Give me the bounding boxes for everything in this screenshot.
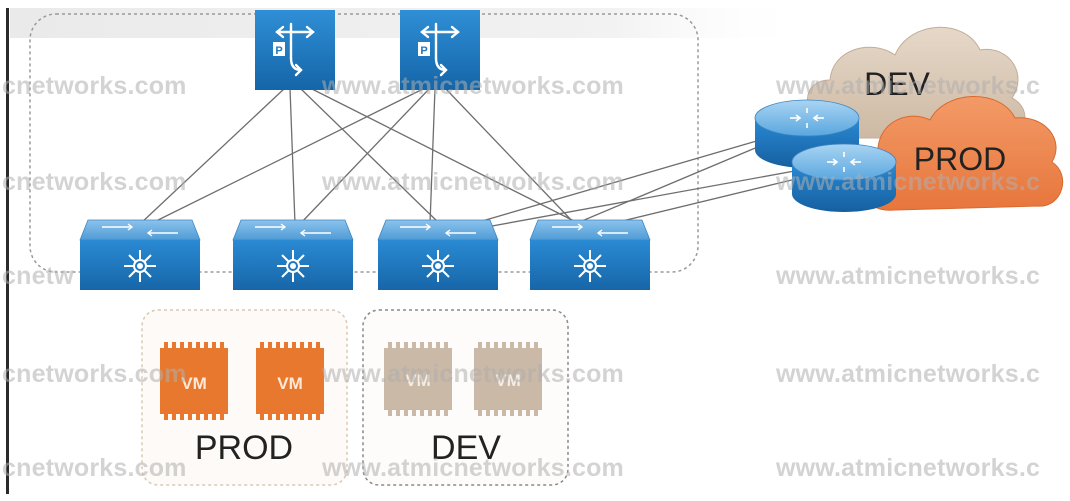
leaf-switch-2 xyxy=(232,219,354,290)
leaf-switch-icon xyxy=(422,250,454,282)
dev-cloud-label: DEV xyxy=(864,66,930,102)
left-margin-rule xyxy=(6,8,9,494)
fabric-boundary xyxy=(29,13,699,273)
spine-leaf-links xyxy=(139,87,581,225)
vm-label: VM xyxy=(405,371,431,390)
spine-switch-2: P xyxy=(400,10,480,90)
vm-label: VM xyxy=(495,371,521,390)
leaf-switch-1 xyxy=(79,219,201,290)
router-icon xyxy=(827,152,861,172)
prod-group-label: PROD xyxy=(195,429,293,467)
vm-label: VM xyxy=(277,374,303,393)
prod-cloud-label: PROD xyxy=(914,141,1006,177)
spine-switch-icon: P xyxy=(273,22,315,77)
router-icon xyxy=(790,108,824,128)
svg-text:P: P xyxy=(420,45,427,57)
leaf-switch-icon xyxy=(574,250,606,282)
vm-chip-icon: VM xyxy=(384,342,452,416)
dev-vm-group: VM VM DEV xyxy=(362,309,569,486)
router-2 xyxy=(791,143,897,212)
prod-cloud: PROD xyxy=(856,96,1064,211)
svg-text:P: P xyxy=(275,45,282,57)
vm-chip-icon: VM xyxy=(160,342,228,420)
leaf-switch-3 xyxy=(377,219,499,290)
prod-vm-group: VM VM PROD xyxy=(141,309,348,486)
vm-label: VM xyxy=(181,374,207,393)
spine-switch-1: P xyxy=(255,10,335,90)
vm-chip-icon: VM xyxy=(256,342,324,420)
leaf-switch-4 xyxy=(529,219,651,290)
leaf-switch-icon xyxy=(124,250,156,282)
vm-chip-icon: VM xyxy=(474,342,542,416)
leaf-switch-icon xyxy=(277,250,309,282)
dev-group-label: DEV xyxy=(431,429,501,467)
spine-switch-icon: P xyxy=(418,22,460,77)
leaf-router-links xyxy=(464,139,801,231)
